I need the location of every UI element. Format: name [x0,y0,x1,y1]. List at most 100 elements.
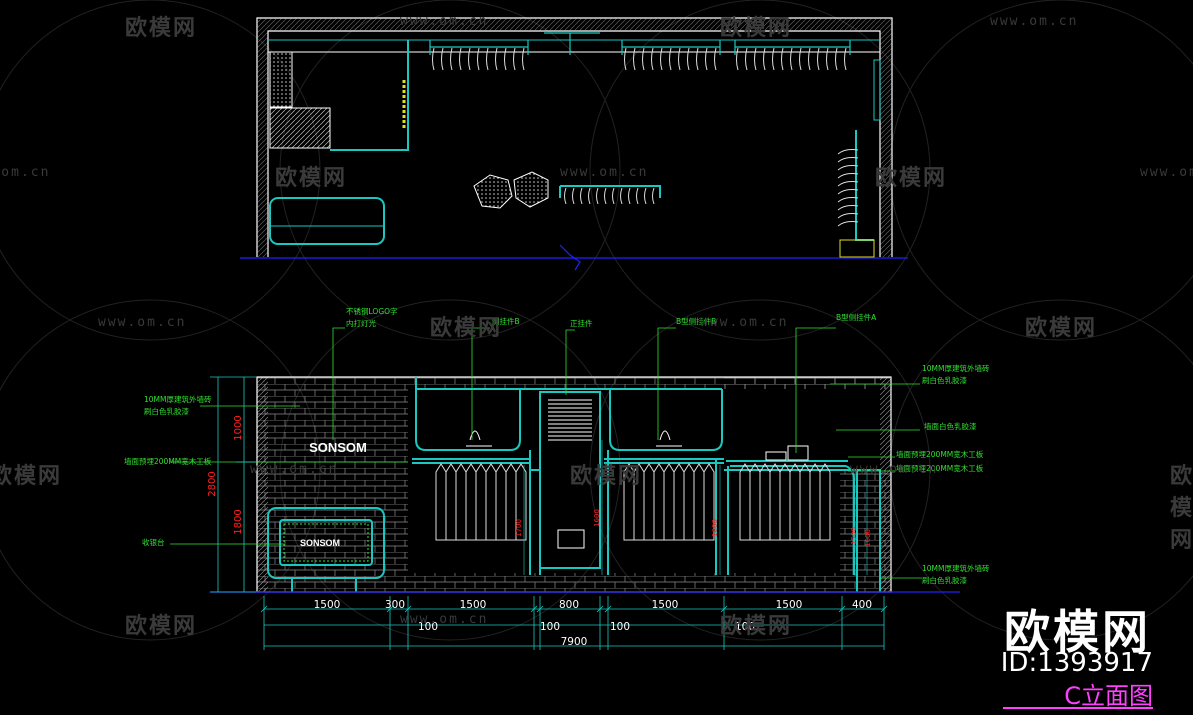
model-id: ID:1393917 [1000,648,1153,678]
watermark-url: www.om.cn [850,462,939,477]
hanger-icon [596,187,599,205]
hanger-icon [835,47,838,71]
garment-icon [663,463,675,541]
plan-view [240,17,908,271]
garment-icon [769,463,781,541]
dim-bottom-1: 1500 [314,599,341,611]
watermark-url: www.om.cn [0,165,51,180]
plan-hangers-right [837,149,859,227]
dim-tick-slash [596,605,604,613]
garment-icon [485,463,497,541]
garment-icon [693,463,705,541]
title-underline [1003,707,1153,709]
note-wall-right-2: 刷白色乳胶漆 [922,375,967,385]
hanger-icon [844,47,847,71]
hanger-icon [504,47,507,71]
note-side-hook-b2: B型侧挂件B [676,316,716,326]
garment-icon [799,463,811,541]
garment-icon [455,463,467,541]
hanger-icon [837,197,859,203]
dim-left-total: 2800 [207,471,218,496]
dim-tick-slash [536,605,544,613]
bottom-dimensions: 1500 300 1500 800 1500 1500 400 100 100 … [260,596,888,650]
garment-icon [495,463,507,541]
note-cashier: 收银台 [142,537,165,547]
leader-lines [170,327,922,579]
hanger-icon [636,187,639,205]
hanger-icon [837,149,859,155]
hanger-icon [817,47,820,71]
note-wall-bottom-1: 10MM厚建筑外墙砖 [922,563,990,573]
hanger-icon [772,47,775,71]
hanger-icon [837,157,859,163]
hanger-icon [837,189,859,195]
hanger-icon [696,47,699,71]
watermark-logo: 欧模网 [720,614,793,639]
hanger-icon [790,47,793,71]
garment-icon [779,463,791,541]
garment-icon [623,463,635,541]
inner-dimensions: 1700 1600 1600 1500 1600 [515,440,872,575]
garment-icon [653,463,665,541]
hanger-icon [754,47,757,71]
plan-hangers-center [564,187,655,205]
dim-bottom-3: 1500 [460,599,487,611]
garment-icon [643,463,655,541]
note-wood-r2: 墙面预埋200MM宽木工板 [896,463,984,473]
dim-tick-slash [404,605,412,613]
dim-inner-4: 1500 [850,527,858,545]
dim-total: 7900 [561,636,588,648]
garment-icon [819,463,831,541]
hanger-icon [736,47,739,71]
hanger-icon [781,47,784,71]
hanger-icon [628,187,631,205]
garment-icon [515,463,527,541]
hanger-icon [450,47,453,71]
garment-icon [749,463,761,541]
note-logo-2: 内打灯光 [346,318,376,328]
note-wall-right-1: 10MM厚建筑外墙砖 [922,363,990,373]
hanger-icon [687,47,690,71]
hanger-icon [513,47,516,71]
note-side-hook-a: B型侧挂件A [836,312,877,322]
note-wall-left-1: 10MM厚建筑外墙砖 [144,394,212,404]
hanger-icon [486,47,489,71]
watermark-url: www.om.cn [700,315,789,330]
dim-tick-slash [604,605,612,613]
garment-icon [435,463,447,541]
elevation-view [210,376,960,593]
dim-bottom-4: 800 [559,599,579,611]
dim-tick-slash [260,605,268,613]
watermark-url: www.om.cn [400,612,489,627]
dim-inner-1: 1700 [515,519,523,537]
hanger-icon [612,187,615,205]
elevation-garments [435,463,831,541]
hanger-icon [837,213,859,219]
hanger-icon [564,187,567,205]
hanger-icon [808,47,811,71]
garment-icon [445,463,457,541]
garment-icon [739,463,751,541]
hanger-icon [644,187,647,205]
dim-bottom-5: 1500 [652,599,679,611]
hanger-icon [799,47,802,71]
hanger-icon [468,47,471,71]
hanger-icon [652,187,655,205]
dim-bottom-2: 300 [385,599,405,611]
dim-tick-slash [838,605,846,613]
garment-icon [475,463,487,541]
hanger-icon [495,47,498,71]
watermark-url: www.om.cn [400,14,489,29]
hanger-icon [837,165,859,171]
watermark-logo: 欧模网 [1025,316,1098,341]
dim-inner-3: 1600 [711,519,719,537]
dim-small-3: 100 [610,621,630,633]
garment-icon [703,463,715,541]
note-wall-bottom-2: 刷白色乳胶漆 [922,575,967,585]
dim-left-1: 1000 [233,415,244,440]
hanger-icon [826,47,829,71]
garment-icon [809,463,821,541]
hanger-icon [642,47,645,71]
watermark-logo: 欧模网 [125,16,198,41]
hanger-icon [837,221,859,227]
